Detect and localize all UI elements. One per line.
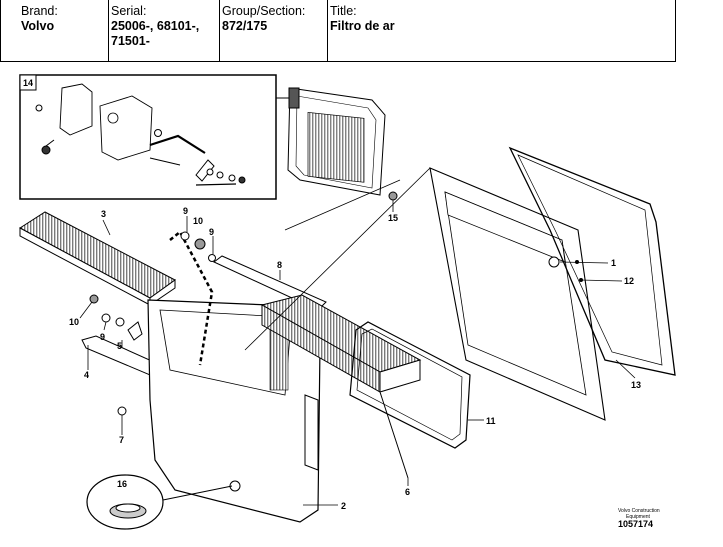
serial-cell: Serial: 25006-, 68101-, 71501- bbox=[109, 0, 220, 61]
serial-line1: 25006-, 68101-, bbox=[111, 19, 200, 33]
callout-8: 8 bbox=[277, 260, 282, 270]
panel-frame bbox=[388, 167, 606, 421]
part-3-filter bbox=[19, 211, 176, 306]
callout-2: 2 bbox=[341, 501, 346, 511]
title-cell: Title: Filtro de ar bbox=[328, 0, 675, 61]
group-value: 872/175 bbox=[222, 19, 268, 33]
figure-number: 1057174 bbox=[618, 519, 653, 529]
footer-line2: Equipment bbox=[626, 514, 651, 520]
inset-detail-14: 14 bbox=[19, 74, 277, 200]
callout-9a: 9 bbox=[183, 206, 188, 216]
title-value: Filtro de ar bbox=[330, 19, 395, 33]
inset-label: 14 bbox=[23, 78, 33, 88]
callout-4: 4 bbox=[84, 370, 89, 380]
callout-11: 11 bbox=[486, 416, 496, 426]
header-table: Brand: Volvo Serial: 25006-, 68101-, 715… bbox=[0, 0, 676, 62]
callout-10b: 10 bbox=[69, 317, 79, 327]
callout-6: 6 bbox=[405, 487, 410, 497]
title-label: Title: bbox=[330, 4, 357, 18]
callout-16: 16 bbox=[117, 479, 127, 489]
group-cell: Group/Section: 872/175 bbox=[220, 0, 328, 61]
callout-5: 5 bbox=[117, 341, 122, 351]
footer-line1: Volvo Construction bbox=[618, 508, 660, 514]
part-16-detail bbox=[86, 474, 233, 530]
brand-value: Volvo bbox=[21, 19, 55, 33]
part-5-clip bbox=[127, 321, 143, 341]
callout-9b: 9 bbox=[209, 227, 214, 237]
serial-label: Serial: bbox=[111, 4, 147, 18]
group-label: Group/Section: bbox=[222, 4, 306, 18]
callout-3: 3 bbox=[101, 209, 106, 219]
callout-10a: 10 bbox=[193, 216, 203, 226]
part-13-seal bbox=[508, 146, 676, 376]
callout-1: 1 bbox=[611, 258, 616, 268]
callout-labels: 1 2 3 4 5 6 7 8 9 9 10 10 9 11 12 13 15 … bbox=[69, 206, 641, 511]
serial-line2: 71501- bbox=[111, 34, 150, 48]
callout-13: 13 bbox=[631, 380, 641, 390]
callout-15: 15 bbox=[388, 213, 398, 223]
callout-9c: 9 bbox=[100, 332, 105, 342]
part-6-filter bbox=[260, 294, 422, 479]
brand-cell: Brand: Volvo bbox=[1, 0, 109, 61]
callout-12: 12 bbox=[624, 276, 634, 286]
housing-overview bbox=[287, 87, 386, 196]
small-fasteners bbox=[89, 231, 216, 416]
callout-7: 7 bbox=[119, 435, 124, 445]
brand-label: Brand: bbox=[21, 4, 58, 18]
part-2-housing bbox=[147, 230, 321, 523]
part-11-gasket bbox=[349, 321, 471, 449]
leader-lines bbox=[79, 167, 636, 506]
